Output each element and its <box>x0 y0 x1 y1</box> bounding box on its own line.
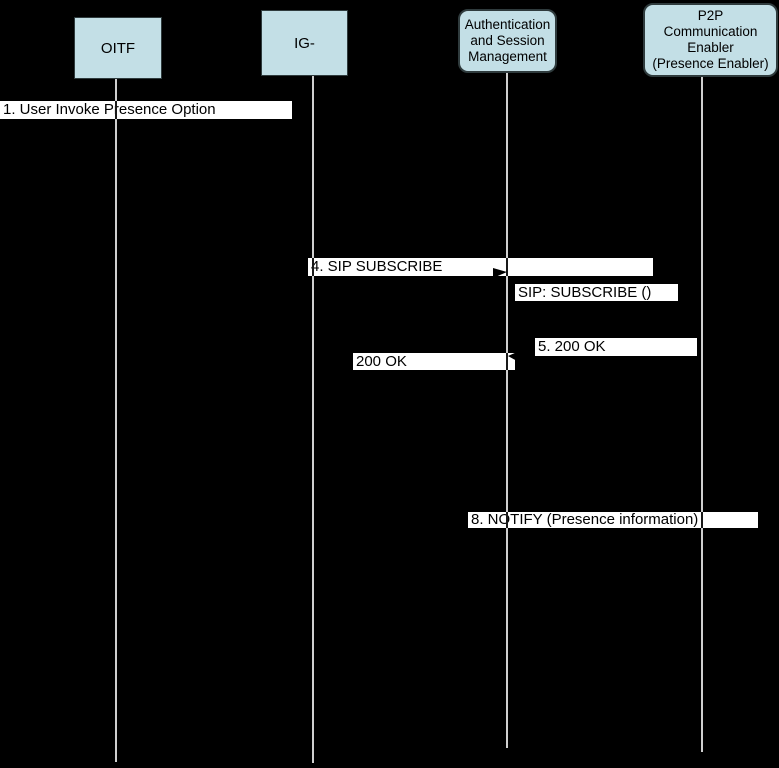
message-user-invoke-presence-option: 1. User Invoke Presence Option <box>0 101 292 119</box>
lifeline-crossing <box>506 512 508 528</box>
lifeline-crossing <box>312 258 314 276</box>
lifeline-oitf <box>115 79 117 762</box>
lifeline-ig <box>312 76 314 763</box>
lifeline-crossing <box>115 101 117 119</box>
actor-ig-label: IG- <box>294 34 315 52</box>
actor-p2p-communication-enabler: P2P Communication Enabler (Presence Enab… <box>643 3 778 77</box>
actor-oitf: OITF <box>74 17 162 79</box>
actor-p2p-label: P2P Communication Enabler (Presence Enab… <box>652 8 769 71</box>
actor-oitf-label: OITF <box>100 39 136 57</box>
message-sip-subscribe-forward: SIP: SUBSCRIBE () <box>515 284 678 301</box>
lifeline-crossing <box>506 258 508 276</box>
lifeline-crossing <box>506 353 508 370</box>
actor-auth-label: Authentication and Session Management <box>464 17 551 64</box>
lifeline-p2p <box>701 77 703 752</box>
message-notify-presence-information: 8. NOTIFY (Presence information) <box>468 512 758 528</box>
arrowhead-right-icon <box>493 268 507 278</box>
lifeline-auth <box>506 73 508 748</box>
lifeline-crossing <box>701 512 703 528</box>
actor-authentication-session-management: Authentication and Session Management <box>458 9 557 73</box>
message-sip-subscribe: 4. SIP SUBSCRIBE <box>308 258 653 276</box>
message-200-ok-numbered: 5. 200 OK <box>535 338 697 356</box>
arrowhead-left-icon <box>508 352 517 361</box>
actor-ig: IG- <box>261 10 348 76</box>
message-200-ok: 200 OK <box>353 353 515 370</box>
